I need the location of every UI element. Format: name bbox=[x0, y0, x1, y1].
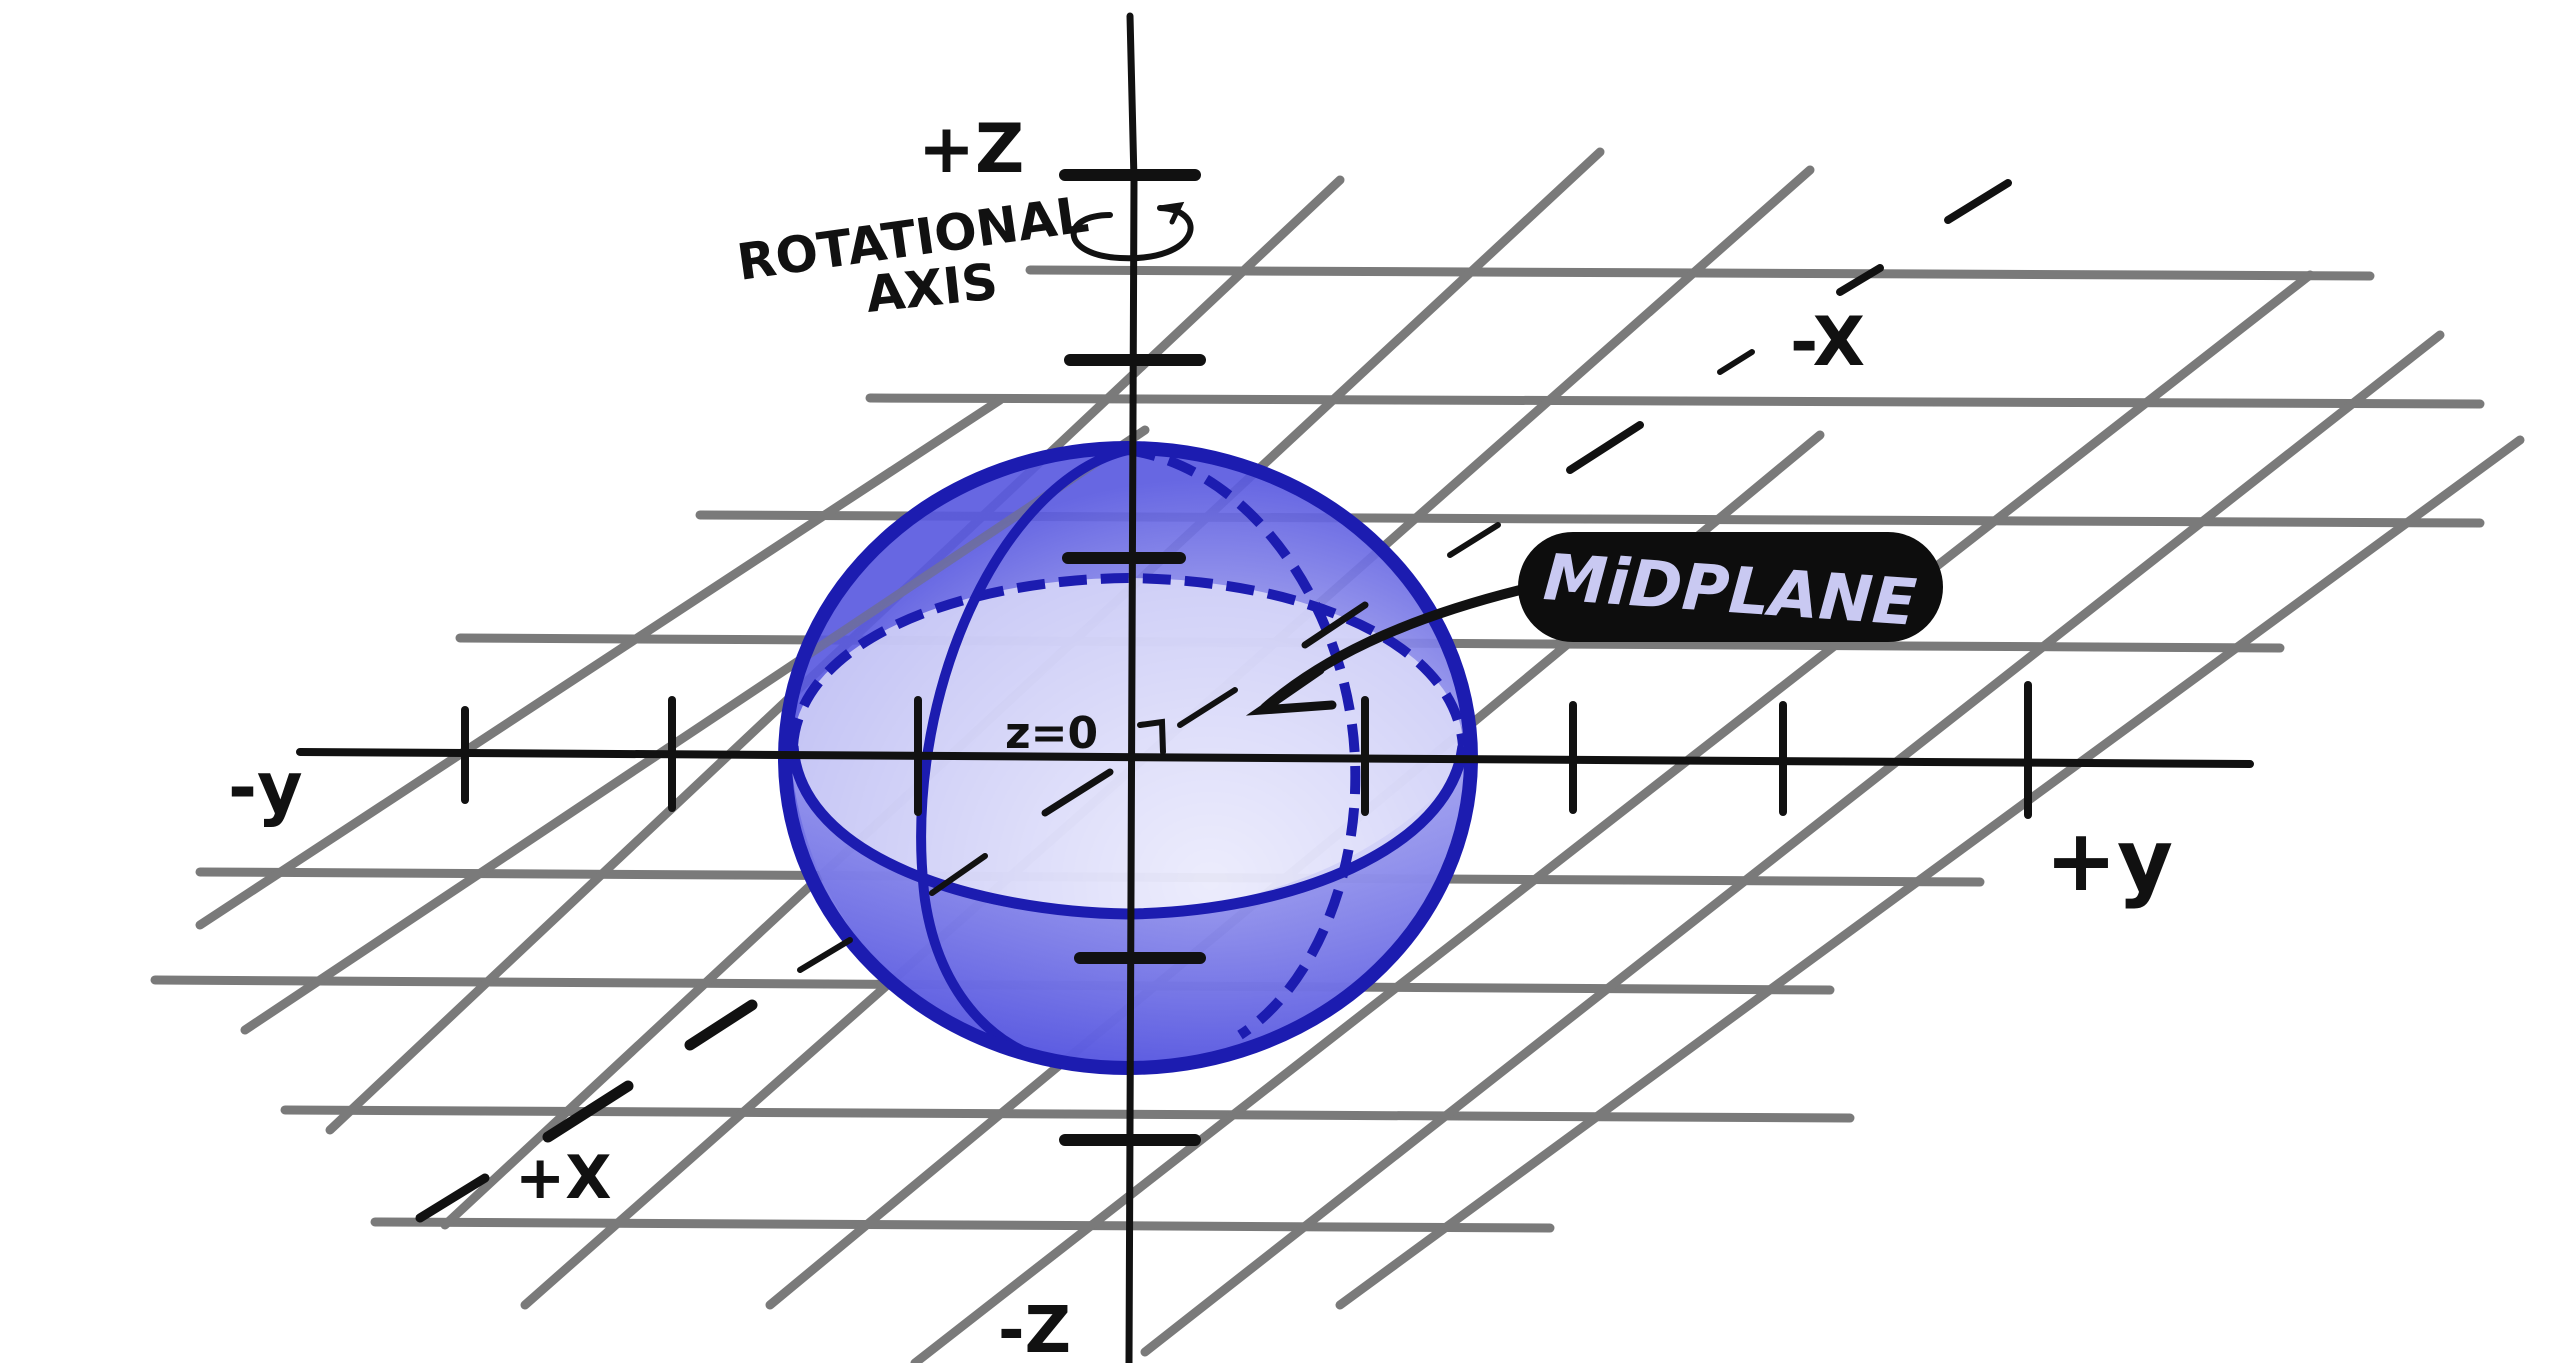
y-axis bbox=[296, 681, 2254, 819]
sphere bbox=[778, 441, 1478, 1075]
midplane-arrow bbox=[1245, 585, 1525, 716]
x-axis bbox=[415, 179, 2012, 1223]
minus-y-label: -y bbox=[228, 747, 303, 829]
z-axis bbox=[1059, 12, 1206, 1363]
minus-z-label: -Z bbox=[998, 1294, 1071, 1363]
rotational-axis-label-line2: AXIS bbox=[863, 252, 1000, 323]
midplane-disc bbox=[793, 578, 1463, 914]
midplane-label-badge: MiDPLANE bbox=[1518, 532, 1943, 642]
minus-x-label: -X bbox=[1790, 303, 1865, 382]
plus-x-label: +X bbox=[515, 1143, 612, 1213]
plus-z-label: +Z bbox=[918, 110, 1024, 189]
plus-y-label: +y bbox=[2045, 811, 2173, 911]
z-equals-zero-label: z=0 bbox=[1005, 708, 1098, 759]
